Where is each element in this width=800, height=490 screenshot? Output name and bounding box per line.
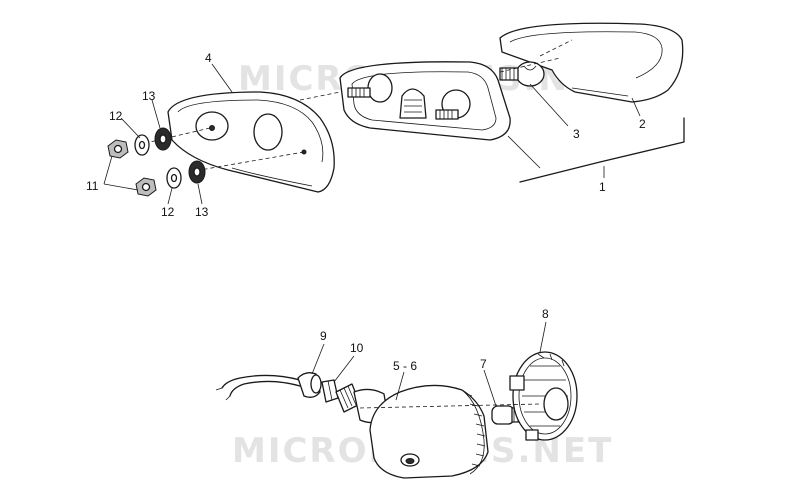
- callout-3: 3: [573, 127, 580, 141]
- leader-12a: [120, 117, 141, 139]
- axis-line-holder-lens: [499, 57, 561, 73]
- tail-light-bulb: [499, 61, 545, 87]
- grommet: [297, 372, 322, 398]
- axis-line-lower: [199, 151, 305, 171]
- lock-washer-upper: [154, 127, 172, 151]
- callout-11: 11: [86, 179, 99, 193]
- leader-11: [103, 155, 139, 191]
- turn-signal-wire: [215, 374, 301, 401]
- leader-13a: [151, 99, 161, 129]
- washer-upper: [134, 134, 150, 156]
- callout-4: 4: [205, 51, 212, 65]
- bracket-leader-left: [507, 135, 541, 169]
- leader-12b: [167, 187, 173, 205]
- callout-2: 2: [639, 117, 646, 131]
- tail-light-housing: [167, 91, 335, 193]
- turn-signal-nut: [321, 379, 339, 403]
- leader-5-6: [395, 371, 405, 401]
- turn-signal-housing: [369, 384, 489, 479]
- washer-lower: [166, 167, 182, 189]
- callout-12-upper: 12: [109, 109, 123, 123]
- callout-8: 8: [542, 307, 549, 321]
- lock-washer-lower: [188, 160, 206, 184]
- bulb-holder-base: [339, 61, 511, 141]
- bulb-socket-plate: [509, 351, 578, 441]
- nut-lower: [135, 177, 157, 197]
- leader-7: [483, 369, 497, 407]
- tail-light-lens: [499, 22, 684, 103]
- leader-8: [539, 321, 547, 353]
- axis-line-turn-signal: [359, 403, 541, 409]
- leader-13b: [197, 183, 203, 205]
- callout-13-upper: 13: [142, 89, 156, 103]
- callout-5-6: 5 - 6: [393, 359, 417, 373]
- leader-9: [311, 343, 325, 375]
- callout-10: 10: [350, 341, 364, 355]
- callout-1: 1: [599, 180, 606, 194]
- callout-7: 7: [480, 357, 487, 371]
- nut-upper: [107, 139, 129, 159]
- callout-9: 9: [320, 329, 327, 343]
- axis-line-screw: [539, 39, 573, 57]
- callout-12-lower: 12: [161, 205, 175, 219]
- leader-2: [631, 97, 641, 117]
- leader-3: [529, 83, 569, 127]
- leader-4: [211, 63, 233, 93]
- callout-13-lower: 13: [195, 205, 209, 219]
- leader-10: [333, 355, 355, 383]
- assembly-bracket-line: [519, 117, 685, 183]
